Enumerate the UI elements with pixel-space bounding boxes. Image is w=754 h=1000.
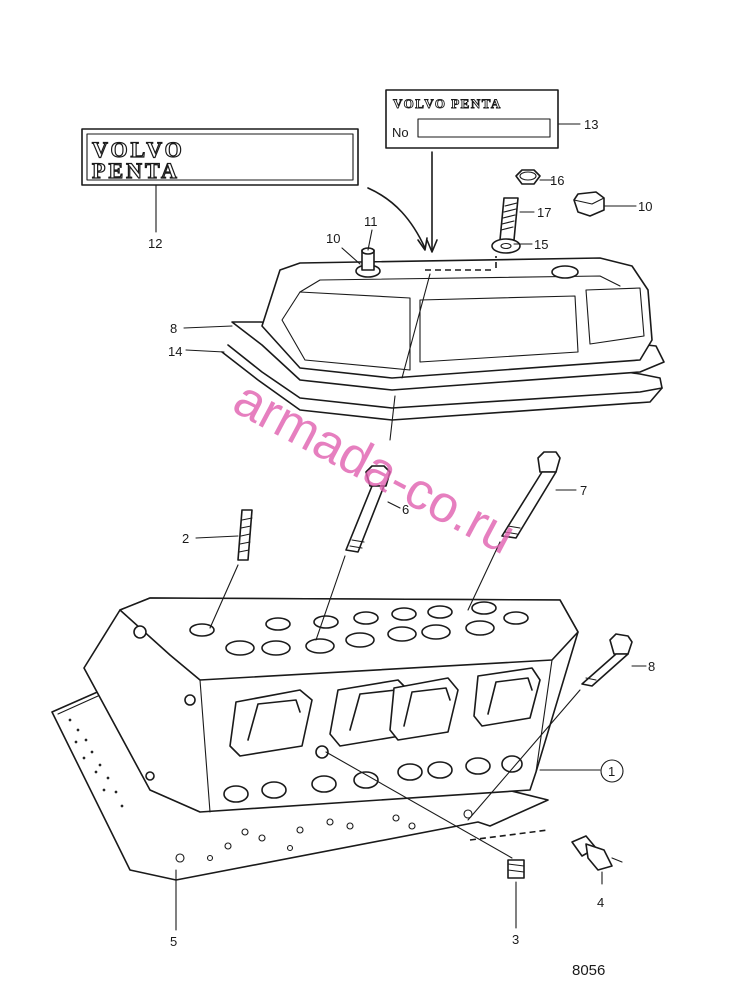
head-bolt-side [467,633,633,821]
nameplate-volvo-penta: VOLVO PENTA [81,128,359,186]
callout-numbers: 12 13 16 17 15 10 11 10 8 14 2 6 7 8 1 4… [148,117,655,949]
nameplate-arrow [367,187,426,249]
callout-11: 11 [364,214,378,229]
callout-10-right: 10 [638,199,652,214]
number-plate-no-label: No [392,125,409,140]
callout-17: 17 [537,205,551,220]
callout-leaders [155,123,647,931]
callout-16: 16 [550,173,564,188]
callout-8-cover: 8 [170,321,177,336]
valve-cover [221,247,665,441]
callout-8-bolt: 8 [648,659,655,674]
watermark: armada-co.ru [224,369,524,565]
callout-2: 2 [182,531,189,546]
nameplate-line2: PENTA [92,158,180,183]
callout-4: 4 [597,895,604,910]
callout-3: 3 [512,932,519,947]
cylinder-head [51,597,579,881]
callout-6: 6 [402,502,409,517]
callout-7: 7 [580,483,587,498]
callout-5: 5 [170,934,177,949]
callout-15: 15 [534,237,548,252]
nut [515,169,541,185]
callout-13: 13 [584,117,598,132]
head-bolt-long [467,451,561,611]
head-bolt-short [315,465,391,641]
figure-number: 8056 [572,962,605,979]
callout-14: 14 [168,344,182,359]
callout-1: 1 [608,764,615,779]
number-plate-brand: VOLVO PENTA [393,96,502,111]
oil-filler-cap [573,191,605,217]
stud [499,197,519,241]
callout-10-left: 10 [326,231,340,246]
number-plate: VOLVO PENTA No [385,89,559,149]
head-stud [209,509,253,629]
washer [491,238,521,254]
core-plug [325,751,525,929]
temperature-sender [469,829,623,885]
callout-12: 12 [148,236,162,251]
nameplate-line1: VOLVO [92,137,185,162]
